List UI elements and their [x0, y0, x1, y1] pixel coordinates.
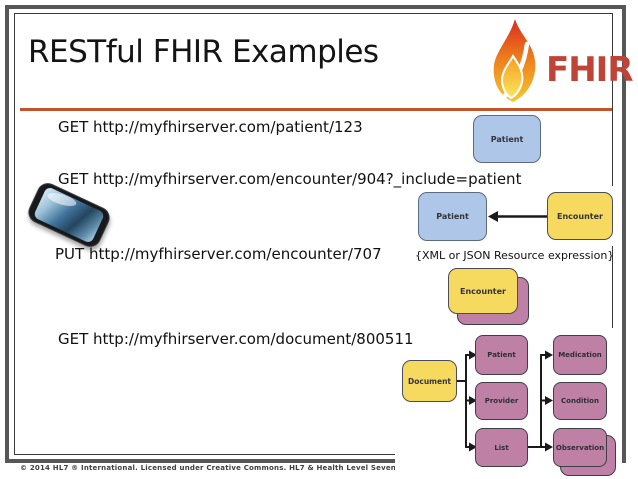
title-underline — [20, 108, 612, 111]
list-box: List — [475, 428, 528, 467]
observation-box: Observation — [553, 428, 607, 467]
diagram-patient-read: Patient — [463, 111, 549, 169]
smartphone-image — [22, 179, 117, 251]
url-get-patient: GET http://myfhirserver.com/patient/123 — [58, 118, 363, 136]
include-arrow — [488, 211, 547, 222]
document-box: Document — [402, 360, 457, 402]
url-get-encounter-include: GET http://myfhirserver.com/encounter/90… — [58, 170, 522, 188]
flame-icon — [493, 19, 536, 102]
document-graph-arrows — [456, 350, 553, 452]
slide-outer-border — [5, 5, 626, 463]
diagram-encounter-include: Patient Encounter — [408, 186, 620, 246]
copyright-footer: © 2014 HL7 ® International. Licensed und… — [20, 464, 483, 472]
url-get-document: GET http://myfhirserver.com/document/800… — [58, 330, 414, 348]
fhir-logo-text: FHIR — [546, 50, 634, 90]
diagram-document-graph: Document Patient Provider List Medicatio… — [395, 328, 622, 479]
patient-box: Patient — [475, 335, 528, 375]
url-put-encounter: PUT http://myfhirserver.com/encounter/70… — [55, 245, 382, 263]
patient-box: Patient — [418, 192, 487, 241]
medication-box: Medication — [553, 335, 607, 375]
condition-box: Condition — [553, 382, 607, 420]
slide-title: RESTful FHIR Examples — [28, 34, 379, 70]
fhir-logo: FHIR — [486, 18, 634, 108]
encounter-box: Encounter — [448, 268, 518, 314]
encounter-box: Encounter — [547, 192, 613, 240]
patient-box: Patient — [473, 115, 541, 163]
smartphone-body — [24, 179, 114, 251]
provider-box: Provider — [475, 382, 528, 420]
xml-json-annotation: {XML or JSON Resource expression} — [415, 249, 615, 262]
diagram-encounter-put: Encounter — [440, 263, 535, 325]
smartphone-screen — [32, 186, 106, 244]
